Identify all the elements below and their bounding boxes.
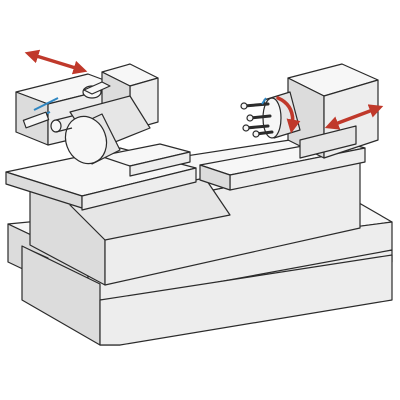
head-slot [22, 111, 50, 129]
turret-rotation-arrow [276, 96, 301, 134]
tool-tip-3 [242, 124, 250, 132]
table-front-face [81, 167, 197, 211]
spindle-stub-body [83, 81, 111, 95]
wheel-hub-end [50, 119, 62, 133]
work-table [5, 143, 197, 211]
wheel-axle-top [55, 115, 73, 121]
table-saddle-front [129, 151, 191, 177]
tool-post-1 [242, 102, 270, 108]
tool-tip-4 [252, 130, 260, 138]
tool-post-3 [244, 124, 270, 130]
wheel-axle-bottom [55, 127, 73, 133]
wheel-face [64, 115, 108, 165]
motion-arrows [24, 49, 384, 134]
tailstock-feed-arrow [324, 104, 384, 130]
ways-end [199, 164, 231, 191]
tailstock-base [299, 125, 357, 159]
spindle-traverse-arrow [24, 49, 88, 75]
tailstock-block [287, 63, 379, 159]
turret-tools [240, 102, 274, 138]
base-lower-front [99, 254, 393, 346]
head-detail-line-1 [33, 97, 59, 111]
tool-tip-2 [246, 114, 254, 122]
tool-tip-1 [240, 102, 248, 110]
grinding-wheel [50, 113, 121, 165]
turret-detail-blue [261, 97, 267, 105]
